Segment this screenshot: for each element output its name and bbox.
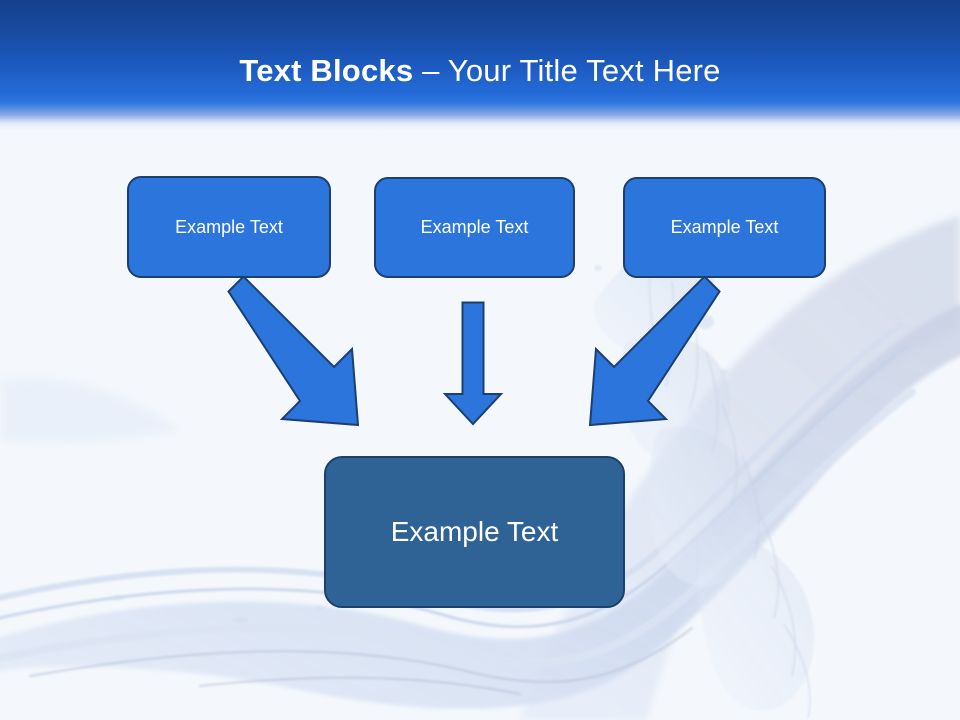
top-node-1-label: Example Text	[175, 216, 283, 237]
page-title-light: Your Title Text Here	[447, 53, 721, 88]
slide-header-band	[0, 0, 960, 130]
arrow-down-left-icon	[588, 275, 721, 427]
top-node-1[interactable]: Example Text	[127, 176, 331, 278]
top-node-2[interactable]: Example Text	[374, 177, 575, 278]
page-title-separator: –	[422, 53, 448, 88]
top-node-2-label: Example Text	[420, 217, 529, 237]
top-node-3[interactable]: Example Text	[623, 177, 826, 278]
bottom-node-label: Example Text	[390, 516, 559, 547]
arrow-down-right-icon	[227, 275, 360, 427]
page-title: Text Blocks – Your Title Text Here	[0, 52, 960, 90]
top-node-3-label: Example Text	[670, 217, 779, 237]
arrow-down-icon	[442, 301, 504, 426]
page-title-strong: Text Blocks	[239, 53, 423, 88]
bottom-node[interactable]: Example Text	[324, 456, 625, 608]
